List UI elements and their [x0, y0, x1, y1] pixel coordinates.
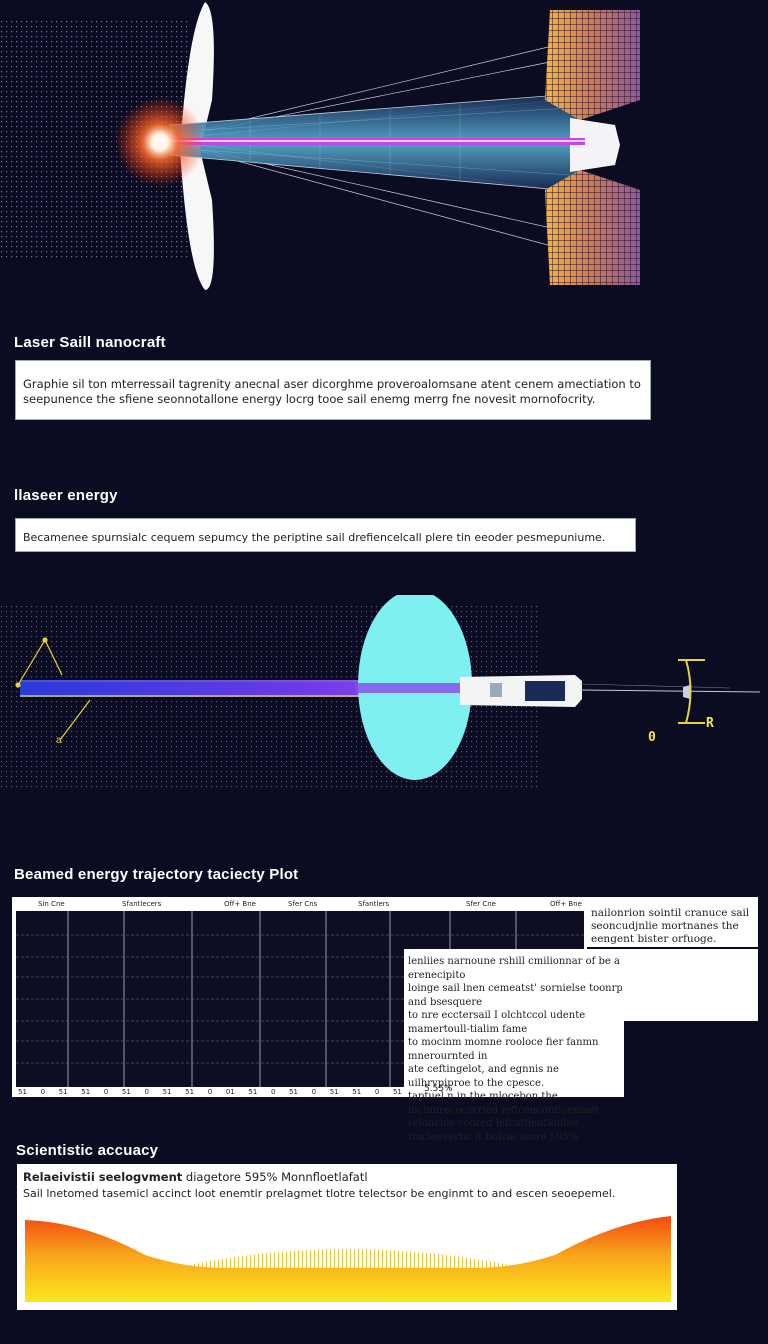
accuracy-line2: Sail lnetomed tasemicl accinct loot enem… — [23, 1187, 616, 1200]
trajectory-panel: Sin Cne Sfantlecers Off+ Bne Sfer Cns Sf… — [12, 897, 758, 1143]
tick-label: 51 — [329, 1088, 339, 1096]
col-header: Sfantlecers — [122, 900, 162, 908]
beam-diagram — [0, 595, 761, 790]
tick-label: 51 — [248, 1088, 258, 1096]
target-marker — [678, 659, 705, 724]
tick-label: 51 — [58, 1088, 68, 1096]
col-header: Sin Cne — [38, 900, 65, 908]
accuracy-line1-rest: diagetore 595% Monnfloetlafatl — [185, 1170, 368, 1184]
tick-label: 0 — [144, 1088, 149, 1096]
tick-label: 0 — [40, 1088, 46, 1096]
tick-label: 01 — [225, 1088, 235, 1096]
accuracy-panel: Relaeivistii seelogvment diagetore 595% … — [17, 1164, 677, 1310]
bottom-ticks: 51 0 51 51 0 51 0 51 51 0 01 51 0 51 0 5… — [18, 1088, 402, 1096]
energy-description: Becamenee spurnsialc cequem sepumcy the … — [23, 531, 606, 544]
accuracy-line1-bold: Relaeivistii seelogvment — [23, 1170, 183, 1184]
tick-label: 51 — [162, 1088, 172, 1096]
tick-label: 51 — [81, 1088, 91, 1096]
trajectory-score-label: 5.55% — [424, 1084, 453, 1094]
origin-marker — [15, 637, 91, 741]
tick-label: 51 — [185, 1088, 195, 1096]
diagram-label-0: 0 — [648, 730, 656, 745]
tick-label: 0 — [374, 1088, 380, 1096]
energy-title: llaseer energy — [14, 487, 118, 504]
tick-label: 0 — [207, 1088, 213, 1096]
tick-label: 51 — [18, 1088, 27, 1096]
accuracy-title: Scientistic accuacy — [16, 1142, 159, 1159]
trajectory-side-note: nailonrion sointil cranuce sail seoncudj… — [591, 907, 750, 945]
accuracy-heat-curve — [25, 1216, 671, 1302]
col-header: Sfantlers — [358, 900, 390, 908]
col-header: Sfer Cns — [288, 900, 318, 908]
hero-title: Laser Saill nanocraft — [14, 334, 166, 351]
tick-label: 0 — [270, 1088, 276, 1096]
trajectory-title: Beamed energy trajectory taciecty Plot — [14, 866, 299, 883]
col-header: Off+ Bne — [224, 900, 256, 908]
tick-label: 0 — [311, 1088, 317, 1096]
diagram-label-r: R — [706, 716, 714, 731]
energy-description-panel: Becamenee spurnsialc cequem sepumcy the … — [15, 518, 636, 552]
laser-flare — [115, 97, 205, 187]
hero-description: Graphie sil ton mterressail tagrenity an… — [23, 377, 641, 406]
tick-label: 51 — [392, 1088, 402, 1096]
craft-nose — [570, 118, 620, 172]
hero-spacecraft-illustration — [0, 2, 641, 290]
col-header: Sfer Cne — [466, 900, 496, 908]
tick-label: 0 — [103, 1088, 109, 1096]
tick-label: 51 — [121, 1088, 131, 1096]
accuracy-line1: Relaeivistii seelogvment diagetore 595% … — [23, 1170, 368, 1184]
trajectory-annotation: lenliies narnoune rshill cmilionnar of b… — [408, 956, 623, 1143]
hero-description-panel: Graphie sil ton mterressail tagrenity an… — [15, 360, 651, 420]
trajectory-annotation-box: lenliies narnoune rshill cmilionnar of b… — [404, 949, 624, 1143]
tick-label: 51 — [352, 1088, 362, 1096]
col-header: Off+ Bne — [550, 900, 582, 908]
tick-label: 51 — [289, 1088, 298, 1096]
diagram-label-left: a — [56, 735, 62, 746]
